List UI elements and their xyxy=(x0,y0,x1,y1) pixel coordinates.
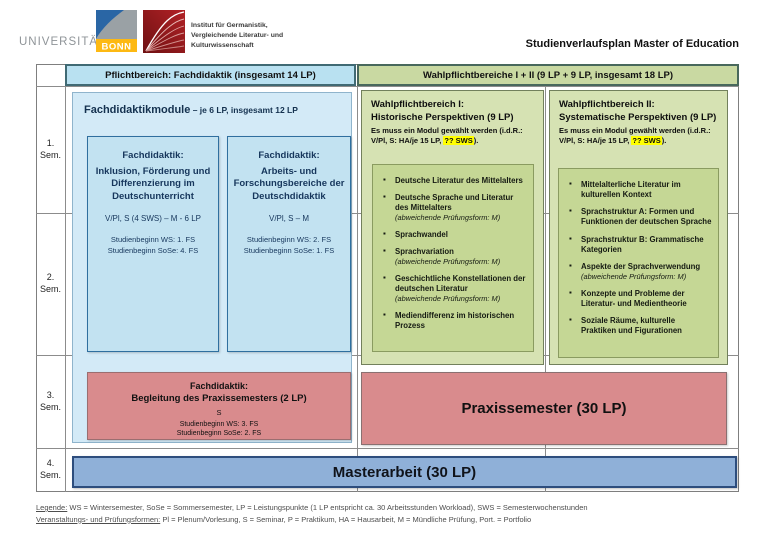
module-start-info: Studienbeginn WS: 2. FS Studienbeginn So… xyxy=(243,235,335,255)
wpb1-module-list-box: Deutsche Literatur des Mittelalters Deut… xyxy=(372,164,534,352)
grid-line xyxy=(357,86,358,492)
wahlpflichtbereich-header: Wahlpflichtbereiche I + II (9 LP + 9 LP,… xyxy=(357,64,739,86)
semester-label-4: 4. Sem. xyxy=(39,458,61,480)
list-item: Aspekte der Sprachverwendung(abweichende… xyxy=(567,261,712,282)
wpb1-module-list: Deutsche Literatur des Mittelalters Deut… xyxy=(373,165,533,344)
list-item: Sprachwandel xyxy=(381,229,527,240)
university-name: UNIVERSITÄT xyxy=(19,36,107,48)
list-item: Sprachstruktur B: Grammatische Kategorie… xyxy=(567,233,712,255)
wpb2-title: Wahlpflichtbereich II: Systematische Per… xyxy=(559,99,717,123)
uni-bonn-logo-icon: BONN xyxy=(96,10,137,58)
institute-logo-icon xyxy=(143,10,185,58)
semester-label-2: 2. Sem. xyxy=(39,272,61,294)
institute-name: Institut für Germanistik, Vergleichende … xyxy=(191,21,283,51)
institute-name-line2: Vergleichende Literatur- und xyxy=(191,31,284,39)
list-item: Deutsche Sprache und Literatur des Mitte… xyxy=(381,192,527,223)
sws-highlight: ?? SWS xyxy=(443,136,474,146)
begleitung-praxissemester-box: Fachdidaktik: Begleitung des Praxissemes… xyxy=(87,372,351,440)
panel-title-main: Fachdidaktikmodule xyxy=(84,104,191,116)
list-item: Sprachstruktur A: Formen und Funktionen … xyxy=(567,206,712,227)
fachdidaktik-panel-title: Fachdidaktikmodule – je 6 LP, insgesamt … xyxy=(84,100,298,118)
list-item: Mittelalterliche Literatur im kulturelle… xyxy=(567,179,712,200)
module-box-inklusion: Fachdidaktik: Inklusion, Förderung und D… xyxy=(87,136,219,352)
masterarbeit-box: Masterarbeit (30 LP) xyxy=(72,456,737,488)
list-item: Sprachvariation(abweichende Prüfungsform… xyxy=(381,246,527,267)
semester-label-3: 3. Sem. xyxy=(39,389,61,412)
institute-name-line3: Kulturwissenschaft xyxy=(191,41,254,49)
panel-title-suffix: – je 6 LP, insgesamt 12 LP xyxy=(190,105,298,115)
legend-line-2: Veranstaltungs- und Prüfungsformen: Pl =… xyxy=(36,514,532,524)
grid-line xyxy=(65,64,66,492)
semester-label-1: 1. Sem. xyxy=(39,137,61,160)
begleitung-start-info: Studienbeginn WS: 3. FS Studienbeginn So… xyxy=(176,421,262,438)
legend-line-1: Legende: WS = Wintersemester, SoSe = Som… xyxy=(36,503,588,512)
list-item: Mediendifferenz im historischen Prozess xyxy=(381,310,527,331)
list-item: Deutsche Literatur des Mittelalters xyxy=(381,175,527,186)
grid-line xyxy=(36,448,739,449)
module-start-info: Studienbeginn WS: 1. FS Studienbeginn So… xyxy=(107,235,199,255)
list-item: Soziale Räume, kulturelle Praktiken und … xyxy=(567,315,712,336)
sws-highlight: ?? SWS xyxy=(631,136,662,146)
legend: Legende: WS = Wintersemester, SoSe = Som… xyxy=(36,502,588,525)
wpb1-subtitle: Es muss ein Modul gewählt werden (i.d.R.… xyxy=(371,125,523,146)
pflichtbereich-header: Pflichtbereich: Fachdidaktik (insgesamt … xyxy=(65,64,356,86)
grid-line xyxy=(545,86,546,492)
institute-name-line1: Institut für Germanistik, xyxy=(191,22,268,29)
praxissemester-box: Praxissemester (30 LP) xyxy=(361,372,727,445)
wpb1-title: Wahlpflichtbereich I: Historische Perspe… xyxy=(371,99,514,123)
page-title: Studienverlaufsplan Master of Education xyxy=(525,38,739,50)
list-item: Konzepte und Probleme der Literatur- und… xyxy=(567,287,712,309)
list-item: Geschichtliche Konstellationen der deuts… xyxy=(381,273,527,304)
module-box-arbeitsbereiche: Fachdidaktik: Arbeits- und Forschungsber… xyxy=(227,136,351,352)
wpb2-module-list-box: Mittelalterliche Literatur im kulturelle… xyxy=(558,168,719,358)
grid-line xyxy=(36,86,739,87)
wpb2-subtitle: Es muss ein Modul gewählt werden (i.d.R.… xyxy=(559,125,711,146)
svg-text:BONN: BONN xyxy=(102,42,132,53)
wpb2-module-list: Mittelalterliche Literatur im kulturelle… xyxy=(559,169,718,349)
